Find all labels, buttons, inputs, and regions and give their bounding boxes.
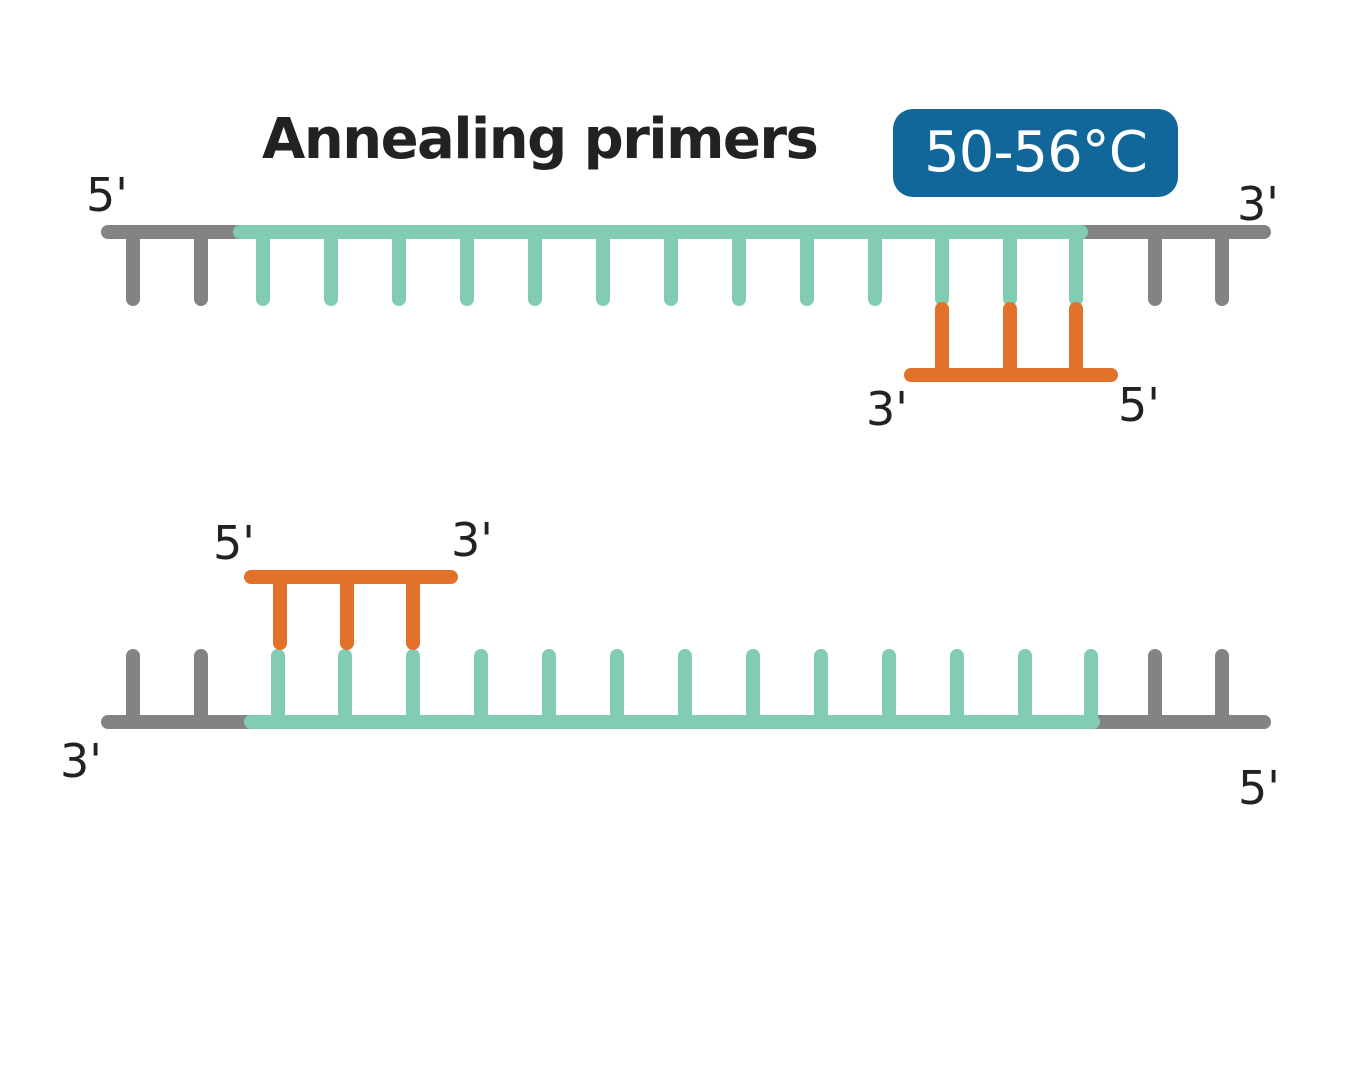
top-strand-right-end-label: 3' bbox=[1237, 177, 1279, 231]
top-primer-right-end-label: 5' bbox=[1118, 378, 1160, 432]
bottom-strand-left-end-label: 3' bbox=[60, 734, 102, 788]
top-primer-left-end-label: 3' bbox=[866, 382, 908, 436]
bottom-strand-right-end-label: 5' bbox=[1238, 761, 1280, 815]
temperature-badge: 50-56°C bbox=[893, 109, 1178, 197]
temperature-label: 50-56°C bbox=[924, 120, 1148, 185]
top-strand-left-end-label: 5' bbox=[86, 168, 128, 222]
diagram-title: Annealing primers bbox=[262, 107, 819, 172]
bottom-primer-left-end-label: 5' bbox=[213, 516, 255, 570]
bottom-primer-right-end-label: 3' bbox=[451, 513, 493, 567]
